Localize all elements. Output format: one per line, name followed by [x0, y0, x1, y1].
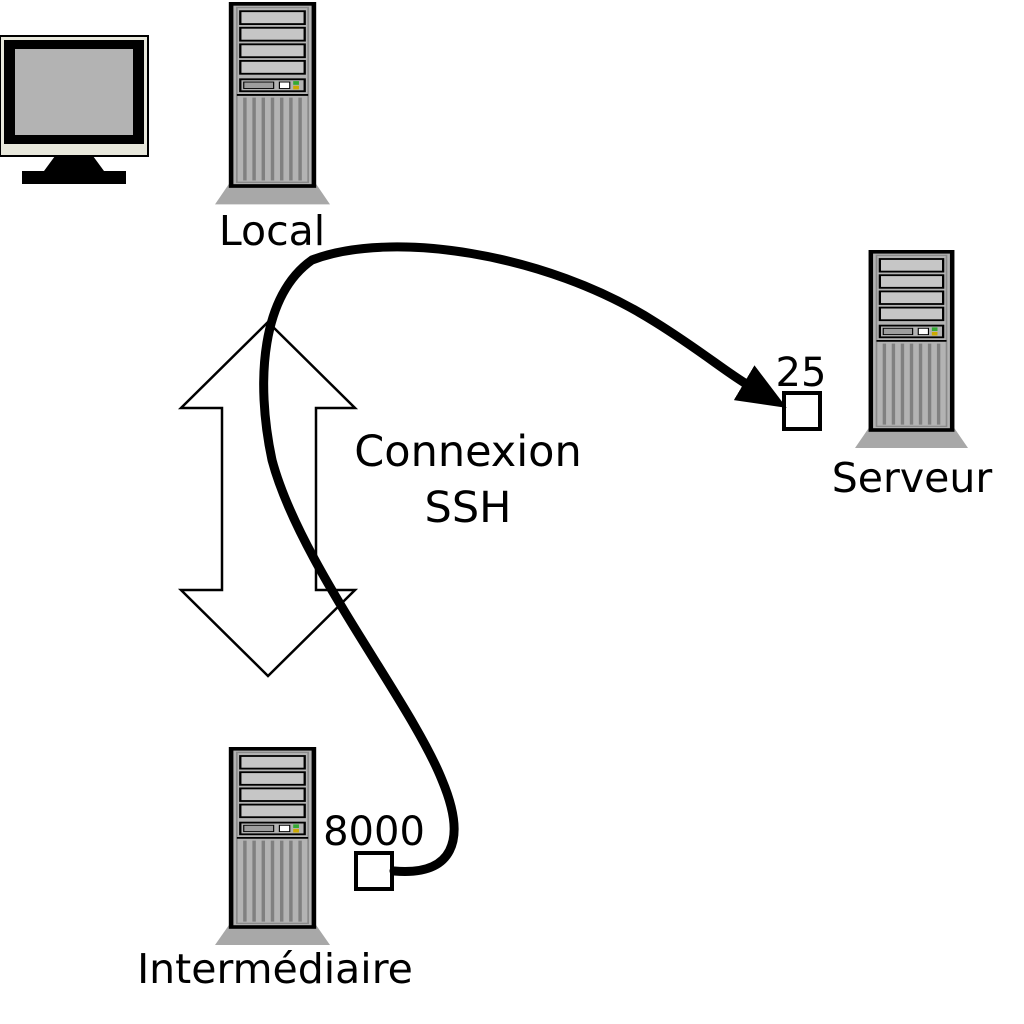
local-tower-icon [215, 4, 330, 205]
serveur-tower-icon [855, 252, 968, 448]
port-8000-square [354, 851, 394, 891]
intermediaire-label: Intermédiaire [137, 945, 413, 993]
monitor-icon [0, 35, 149, 184]
port-8000-label: 8000 [323, 809, 425, 855]
serveur-label: Serveur [832, 454, 993, 502]
intermediaire-tower-icon [215, 749, 330, 945]
connexion-label-line2: SSH [425, 483, 512, 533]
local-label: Local [219, 207, 325, 255]
port-25-square [782, 391, 822, 431]
connexion-label-line1: Connexion [354, 427, 582, 477]
port-25-label: 25 [776, 350, 827, 396]
tunnel-curve-arrow [259, 242, 787, 876]
ssh-double-arrow [177, 320, 359, 678]
